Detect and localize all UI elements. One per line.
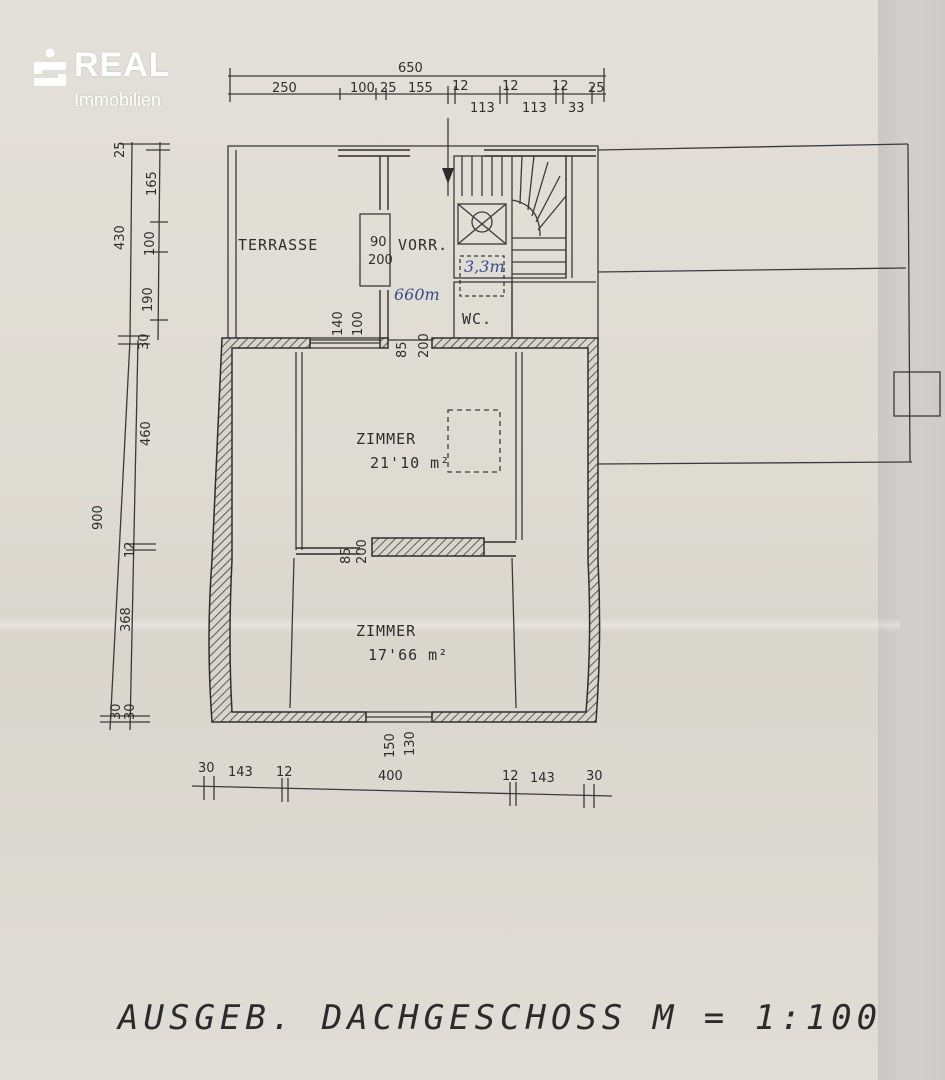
dim-top-11: 33 [568, 101, 585, 116]
dim-top-2: 100 [350, 81, 375, 96]
entry-arrow-icon [442, 168, 454, 184]
skylight [447, 409, 501, 473]
dim-left-4: 100 [143, 231, 158, 256]
dim-left-12: 30 [123, 703, 138, 720]
dim-left-10: 368 [119, 607, 134, 632]
dim-bottom-7: 30 [586, 769, 603, 784]
dim-door-top-1: 85 [395, 341, 410, 358]
dim-door-mid-2: 200 [355, 539, 370, 564]
room-label-wc: WC. [462, 310, 492, 328]
dim-bottom-4: 400 [378, 769, 403, 784]
paper-edge [878, 0, 945, 1080]
dim-left-5: 190 [141, 287, 156, 312]
right-outline [597, 143, 941, 465]
dim-top-7: 12 [552, 79, 569, 94]
dim-top-6: 12 [502, 79, 519, 94]
dim-left-1: 25 [113, 141, 128, 158]
dim-left-11: 30 [109, 703, 124, 720]
room-area-zimmer-1: 21'10 m² [370, 454, 450, 472]
dim-left-3: 430 [113, 225, 128, 250]
dim-top-10: 113 [522, 101, 547, 116]
dim-bottom-1: 30 [198, 761, 215, 776]
dim-bottom-6: 143 [530, 771, 555, 786]
brand-logo: REAL Immobilien [32, 40, 212, 112]
dim-top-5: 12 [452, 79, 469, 94]
left-dimension-chain: 25 165 430 100 190 30 460 900 12 368 30 … [91, 141, 170, 731]
sparkasse-s-icon [34, 48, 66, 86]
dim-left-9: 12 [123, 541, 138, 558]
dim-bottom-5: 12 [502, 769, 519, 784]
top-dimension-chain: 650 250 100 25 155 12 12 12 25 113 113 3… [228, 61, 606, 116]
upper-block [227, 118, 599, 341]
dim-top-9: 113 [470, 101, 495, 116]
handwritten-note-1: 660m [394, 285, 440, 304]
dim-door-top-2: 200 [417, 333, 432, 358]
dim-window-top-2: 100 [351, 311, 366, 336]
dim-left-2: 165 [145, 171, 160, 196]
dim-top-3: 25 [380, 81, 397, 96]
room-label-terrace: TERRASSE [238, 236, 318, 254]
dim-window-bottom-1: 150 [383, 733, 398, 758]
room-label-hall: VORR. [398, 236, 448, 254]
plan-caption: AUSGEB. DACHGESCHOSS M = 1:100 [118, 998, 883, 1038]
dim-top-8: 25 [588, 81, 605, 96]
chimney-partition [371, 537, 485, 557]
dim-left-7: 460 [139, 421, 154, 446]
dim-door-mid-1: 85 [339, 547, 354, 564]
bottom-dimension-chain: 30 143 12 400 12 143 30 [191, 761, 613, 808]
dim-window-bottom-2: 130 [403, 731, 418, 756]
dim-left-6: 30 [137, 333, 152, 350]
dim-top-4: 155 [408, 81, 433, 96]
staircase [453, 155, 573, 340]
dim-window-top-1: 140 [331, 311, 346, 336]
room-label-zimmer-1: ZIMMER [356, 430, 416, 448]
dim-bottom-3: 12 [276, 765, 293, 780]
dim-vorr-2: 200 [368, 253, 393, 268]
dim-left-8: 900 [91, 505, 106, 530]
dim-bottom-2: 143 [228, 765, 253, 780]
room-area-zimmer-2: 17'66 m² [368, 646, 448, 664]
dim-vorr-1: 90 [370, 235, 387, 250]
brand-name: REAL [74, 46, 171, 84]
room-label-zimmer-2: ZIMMER [356, 622, 416, 640]
brand-subtitle: Immobilien [74, 90, 162, 110]
handwritten-note-2: 3,3m [464, 257, 505, 276]
shaft [457, 203, 507, 245]
dim-total-width: 650 [398, 61, 423, 76]
main-walls [208, 337, 601, 723]
dim-top-1: 250 [272, 81, 297, 96]
